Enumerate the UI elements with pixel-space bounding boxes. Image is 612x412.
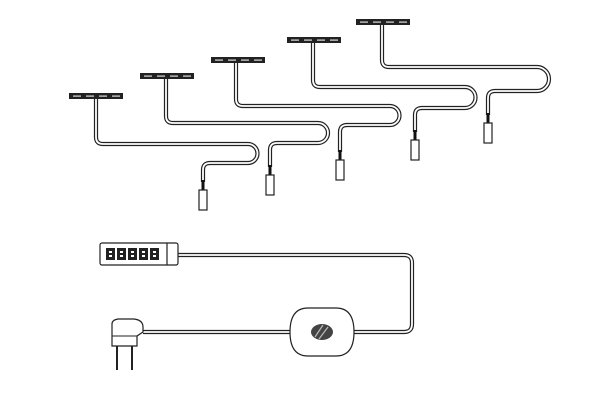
light-strip-3 bbox=[211, 57, 402, 181]
light-strips bbox=[69, 19, 552, 211]
light-strip-2 bbox=[140, 73, 331, 196]
light-strip-1 bbox=[69, 93, 260, 211]
led-bar bbox=[287, 37, 341, 43]
distributor-port[interactable] bbox=[117, 248, 126, 260]
strip-connector bbox=[483, 122, 493, 144]
distributor-block bbox=[99, 242, 179, 266]
led-bar bbox=[69, 93, 123, 99]
distributor-port[interactable] bbox=[150, 248, 159, 260]
strip-connector bbox=[335, 159, 345, 181]
led-bar bbox=[140, 73, 194, 79]
main-cable bbox=[143, 252, 415, 335]
strip-connector bbox=[410, 139, 420, 161]
distributor-port[interactable] bbox=[106, 248, 115, 260]
led-bar bbox=[356, 19, 410, 25]
led-bar bbox=[211, 57, 265, 63]
strip-connector bbox=[198, 189, 208, 211]
light-strip-4 bbox=[287, 37, 478, 161]
power-plug bbox=[111, 318, 144, 370]
power-unit bbox=[99, 242, 415, 370]
strip-cable bbox=[93, 99, 260, 182]
dimmer-switch[interactable] bbox=[289, 307, 355, 357]
strip-cable bbox=[379, 25, 552, 115]
strip-connector bbox=[265, 174, 275, 196]
strip-cable bbox=[233, 63, 402, 152]
light-strip-5 bbox=[356, 19, 552, 144]
distributor-port[interactable] bbox=[128, 248, 137, 260]
distributor-port[interactable] bbox=[139, 248, 148, 260]
